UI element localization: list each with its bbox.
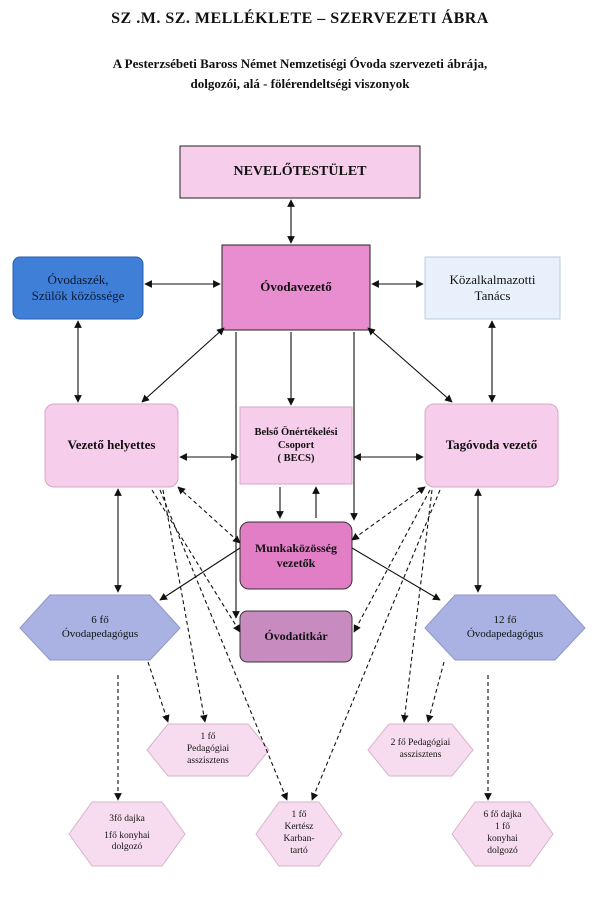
dajka-right-hex: [451, 801, 554, 867]
dajka-right-label: 6 fő dajka 1 fő konyhai dolgozó: [483, 810, 522, 856]
becs-label: Belső Önértékelési Csoport ( BECS): [254, 426, 338, 465]
ped-asszisztens-left-label: 1 fő Pedagógiai asszisztens: [186, 732, 230, 766]
arrow-ovodavezeto-tagovoda: [367, 327, 453, 403]
arrow-ovodavezeto-vezeto-helyettes: [141, 327, 225, 403]
ovodatitkar-label: Óvodatitkár: [264, 629, 328, 643]
dashed-vh-ped-asszisztens-a: [162, 489, 208, 723]
dashed-vh-munkakozosseg: [177, 486, 241, 544]
page-title: SZ .M. SZ. MELLÉKLETE – SZERVEZETI ÁBRA: [111, 10, 489, 27]
dajka-left-label: 3fő dajka 1fő konyhai dolgozó: [104, 813, 150, 853]
kertesz-label: 1 fő Kertész Karban- tartó: [283, 810, 315, 856]
dajka-left-hex: [68, 801, 186, 867]
arrow-munkakozosseg-right-ovodapedagogus: [351, 547, 441, 601]
tagovoda-vezeto-box: [424, 403, 559, 488]
kertesz-hex: [255, 801, 343, 867]
nevelotestulet-label: NEVELŐTESTÜLET: [233, 164, 367, 180]
kozalkalmazotti-label: Közalkalmazotti Tanács: [449, 271, 536, 303]
dashed-tv-munkakozosseg: [351, 486, 426, 541]
dashed-tv-ped-asszisztens: [401, 489, 433, 723]
nevelotestulet-box: [179, 145, 421, 199]
tagovoda-vezeto-label: Tagóvoda vezető: [445, 437, 538, 453]
ovodaszek-box: [12, 256, 144, 320]
ovodapedagogus-left-hex: [19, 594, 181, 661]
ovodapedagogus-left-label: 6 fő Óvodapedagógus: [61, 613, 139, 640]
ped-asszisztens-right-label: 2 fő Pedagógiai asszisztens: [390, 738, 451, 760]
vezeto-helyettes-label: Vezető helyettes: [67, 437, 156, 453]
ovodavezeto-box: [221, 244, 371, 331]
arrow-munkakozosseg-left-ovodapedagogus: [159, 547, 241, 601]
ovodapedagogus-right-label: 12 fő Óvodapedagógus: [466, 613, 544, 640]
munkakozosseg-box: [239, 521, 353, 590]
ovodapedagogus-right-hex: [424, 594, 586, 661]
vezeto-helyettes-box: [44, 403, 179, 488]
ped-asszisztens-right-hex: [367, 723, 474, 777]
dashed-tv-ovodatitkar: [353, 489, 431, 633]
kozalkalmazotti-box: [424, 256, 561, 320]
becs-box: [239, 406, 353, 485]
munkakozosseg-label: Munkaközösség vezetők: [254, 540, 337, 570]
page-subtitle-line1: A Pesterzsébeti Baross Német Nemzetiségi…: [112, 56, 488, 71]
ovodaszek-label: Óvodaszék, Szülők közössége: [31, 271, 125, 303]
dashed-ovodapedagogus-left-ped-asszisztens: [147, 661, 170, 723]
ovodatitkar-box: [239, 610, 353, 663]
ped-asszisztens-left-hex: [146, 723, 270, 777]
page-subtitle-line2: dolgozói, alá - fölérendeltségi viszonyo…: [190, 76, 410, 91]
ovodavezeto-label: Óvodavezető: [260, 279, 332, 295]
dashed-ovodapedagogus-right-ped-asszisztens: [426, 661, 445, 723]
